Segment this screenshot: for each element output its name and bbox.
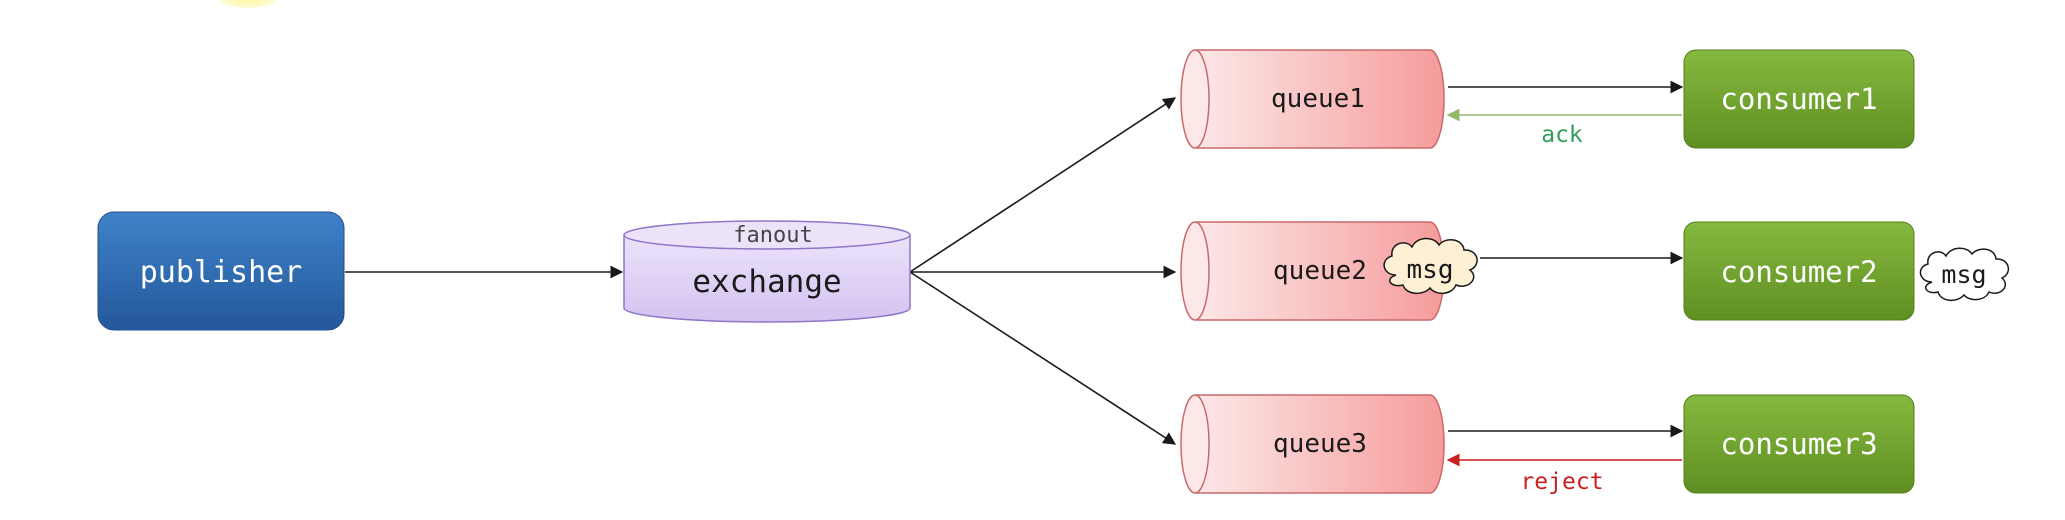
consumer1-node: consumer1 (1683, 49, 1915, 149)
queue1-node: queue1 (1180, 49, 1445, 149)
highlight-blob (219, 0, 277, 8)
edge-exchange-queue3 (909, 271, 1177, 445)
consumer2-node: consumer2 (1683, 221, 1915, 321)
publisher-label: publisher (140, 255, 303, 290)
consumer3-node: consumer3 (1683, 394, 1915, 494)
queue2-node: queue2 (1180, 221, 1445, 321)
queue3-node: queue3 (1180, 394, 1445, 494)
msg-in-queue2: msg (1407, 255, 1454, 285)
msg-at-consumer2: msg (1941, 260, 1986, 289)
exchange-node: fanout exchange (623, 220, 911, 323)
exchange-type-label: fanout (733, 223, 812, 248)
consumer3-label: consumer3 (1720, 427, 1877, 461)
msg-cloud-consumer2: msg (1919, 247, 2010, 301)
queue3-label: queue3 (1273, 429, 1367, 459)
queue1-label: queue1 (1271, 84, 1365, 114)
exchange-label: exchange (692, 264, 841, 300)
msg-cloud-queue2: msg (1383, 237, 1478, 294)
edge-exchange-queue1 (909, 97, 1177, 273)
reject-label: reject (1520, 469, 1603, 495)
ack-label: ack (1541, 122, 1583, 148)
publisher-node: publisher (97, 211, 345, 331)
consumer2-label: consumer2 (1720, 255, 1877, 289)
consumer1-label: consumer1 (1720, 82, 1877, 116)
queue2-label: queue2 (1273, 256, 1367, 286)
